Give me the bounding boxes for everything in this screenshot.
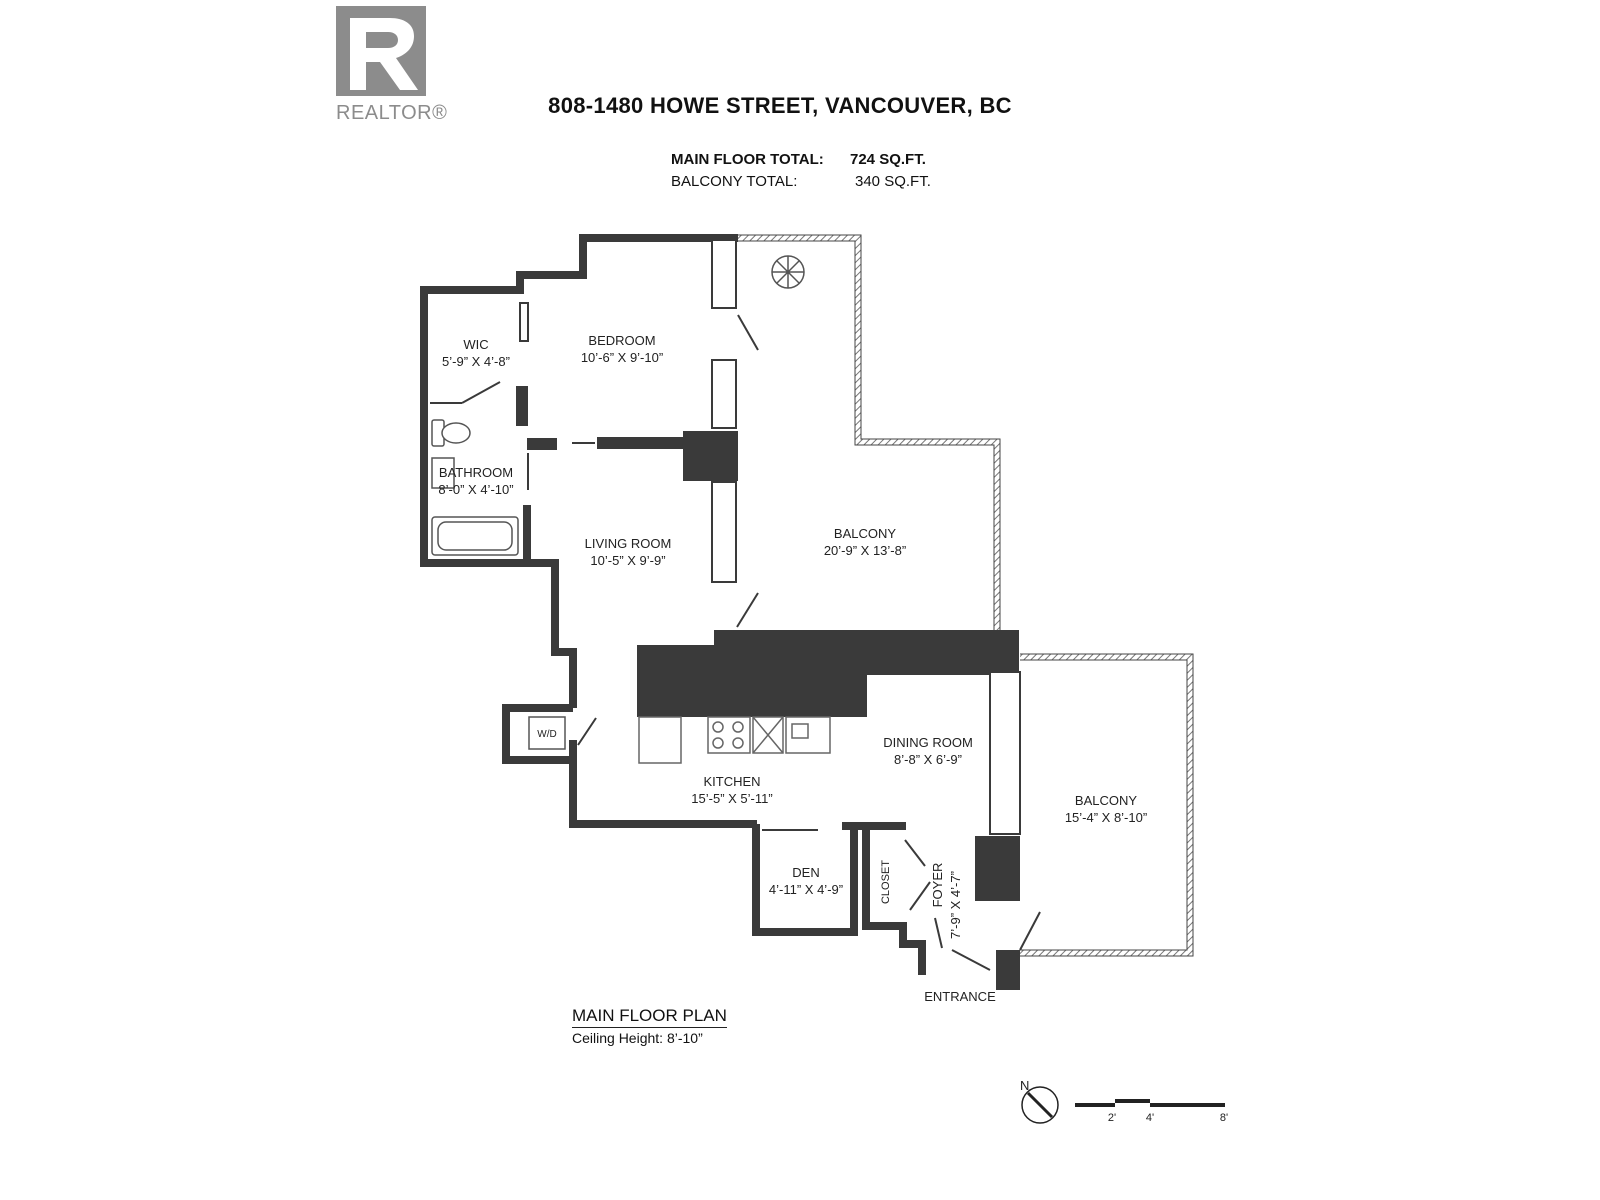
room-name-dining: DINING ROOM (883, 735, 973, 750)
room-name-balcony-lower: BALCONY (1075, 793, 1137, 808)
page-title: 808-1480 HOWE STREET, VANCOUVER, BC (548, 93, 1012, 118)
plan-title: MAIN FLOOR PLAN (572, 1006, 727, 1028)
bathroom-fixtures (431, 419, 519, 556)
room-name-living: LIVING ROOM (585, 536, 672, 551)
scale-tick-4: 4' (1146, 1112, 1154, 1124)
main-floor-total-value: 724 SQ.FT. (850, 151, 926, 168)
window-walls (519, 239, 1021, 835)
room-dims-kitchen: 15’-5” X 5’-11” (691, 791, 772, 806)
room-dims-bathroom: 8’-0” X 4’-10” (438, 482, 513, 497)
plan-title-block: MAIN FLOOR PLAN Ceiling Height: 8’-10” (572, 1006, 727, 1046)
fridge-icon (638, 716, 682, 764)
washer-dryer-icon (528, 716, 566, 750)
realtor-logo-text: REALTOR® (336, 102, 448, 124)
room-name-balcony-upper: BALCONY (834, 526, 896, 541)
compass-north-label: N (1020, 1078, 1029, 1093)
ceiling-height: Ceiling Height: 8’-10” (572, 1030, 703, 1046)
scale-tick-8: 8' (1220, 1112, 1228, 1124)
room-name-wd: W/D (537, 729, 556, 740)
room-name-bathroom: BATHROOM (439, 465, 513, 480)
sink-icon (431, 457, 455, 489)
room-dims-den: 4’-11” X 4’-9” (769, 882, 843, 897)
realtor-r-logo-icon (336, 6, 426, 96)
stove-icon (707, 716, 751, 754)
exterior-walls (420, 234, 926, 975)
room-dims-bedroom: 10’-6” X 9’-10” (581, 350, 663, 365)
plant-icon (771, 255, 805, 289)
room-name-kitchen: KITCHEN (703, 774, 760, 789)
balcony-upper-railing (736, 234, 1001, 634)
toilet-icon (441, 422, 471, 444)
scale-tick-2: 2' (1108, 1112, 1116, 1124)
north-arrow-icon (1021, 1086, 1059, 1124)
room-name-entrance: ENTRANCE (924, 989, 996, 1004)
room-dims-dining: 8’-8” X 6’-9” (894, 752, 962, 767)
room-name-wic: WIC (463, 337, 488, 352)
scale-bar (1075, 1099, 1225, 1107)
structural-walls (516, 386, 1020, 990)
room-name-closet: CLOSET (880, 860, 892, 904)
room-dims-wic: 5’-9” X 4’-8” (442, 354, 510, 369)
door-swings (461, 314, 1041, 971)
room-name-den: DEN (792, 865, 819, 880)
room-name-foyer: FOYER (930, 863, 945, 908)
main-floor-total-label: MAIN FLOOR TOTAL: (671, 151, 824, 168)
room-dims-balcony-upper: 20’-9” X 13’-8” (824, 543, 906, 558)
room-name-bedroom: BEDROOM (588, 333, 655, 348)
room-dims-living: 10’-5” X 9’-9” (590, 553, 665, 568)
room-dims-foyer: 7’-9” X 4’-7” (948, 871, 963, 939)
interior-walls (430, 402, 595, 490)
realtor-logo: REALTOR® (336, 6, 447, 126)
room-dims-balcony-lower: 15’-4” X 8’-10” (1065, 810, 1147, 825)
balcony-total-label: BALCONY TOTAL: (671, 173, 798, 190)
kitchen-fixtures (638, 716, 831, 764)
balcony-total-value: 340 SQ.FT. (855, 173, 931, 190)
